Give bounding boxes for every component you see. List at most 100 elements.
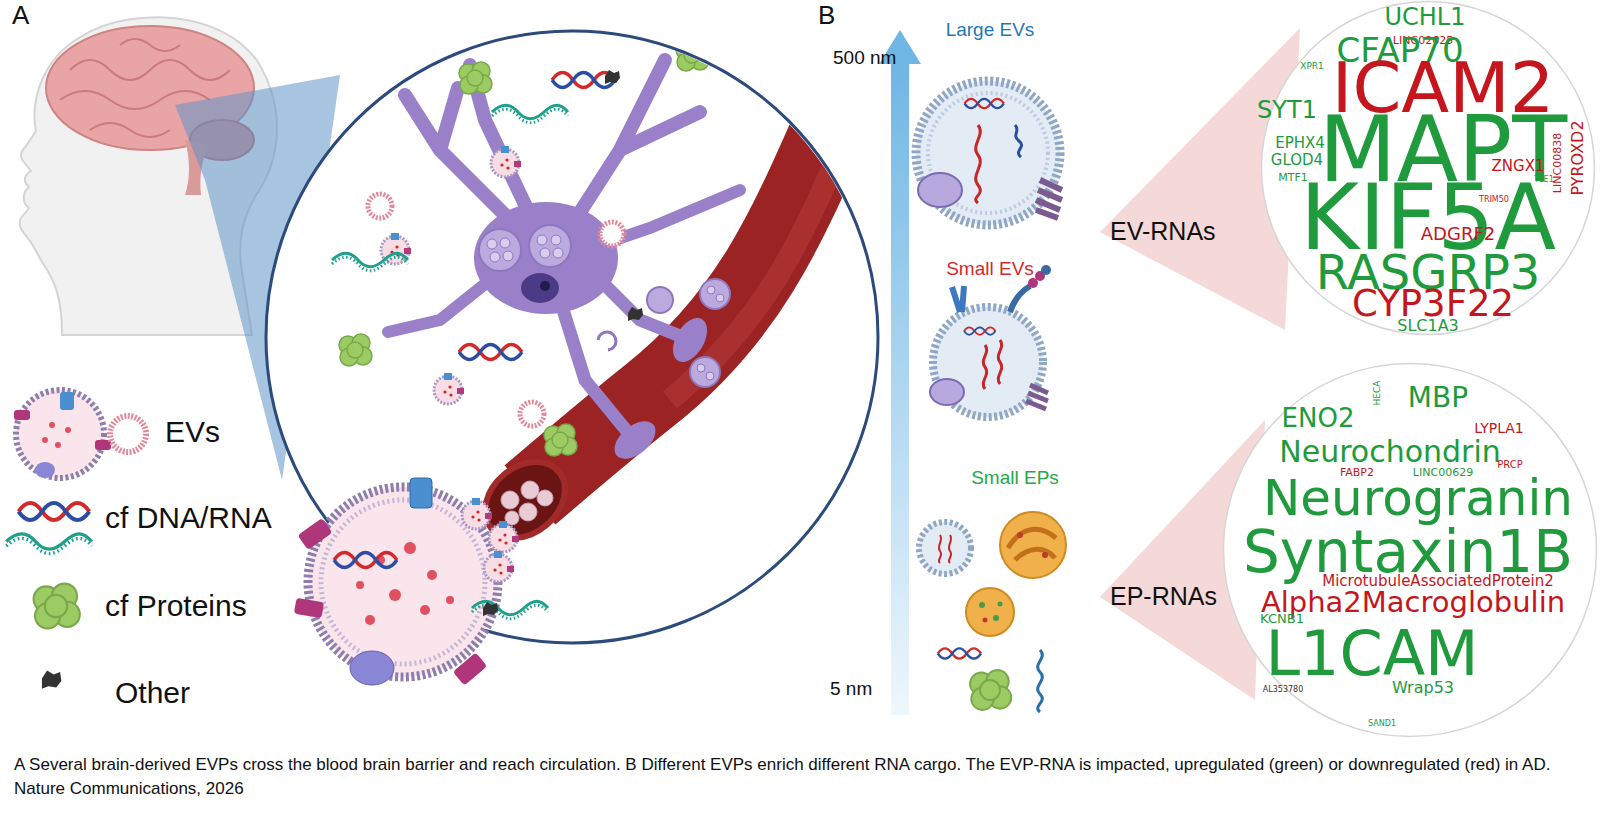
small-ev-part: [1010, 286, 1030, 312]
intraluminal-vesicles-part: [540, 248, 550, 258]
word: UCHL1: [1384, 5, 1465, 29]
intraluminal-vesicles-part: [551, 235, 561, 245]
intraluminal-vesicles-part: [537, 235, 547, 245]
large-vesicle-part-part: [420, 605, 430, 615]
small-ev-part: [952, 286, 964, 312]
large-vesicle: [294, 478, 548, 686]
small-eps-part: [983, 532, 1049, 623]
large-ev-part: [1015, 125, 1022, 157]
large-ev: [916, 81, 1062, 225]
multivesicular-body-part: [647, 287, 673, 313]
intraluminal-vesicles-part: [697, 364, 705, 372]
large-vesicle-part: [308, 487, 498, 677]
legend-icons-part-part: [65, 427, 71, 433]
circle-shape: [1224, 364, 1597, 737]
nucleolus: [540, 281, 550, 291]
legend-icons-part: [14, 410, 30, 420]
word: L1CAM: [1265, 623, 1478, 685]
multivesicular-body-part: [479, 229, 521, 271]
neuron-part: [600, 190, 740, 245]
word: XPR1: [1300, 62, 1324, 71]
legend-icons-part: [110, 416, 146, 452]
small-ev-part: [998, 340, 1001, 384]
blood-vessel-part: [519, 503, 537, 521]
large-vesicle-part-part: [356, 581, 364, 589]
large-ev-part: [918, 173, 962, 207]
large-vesicle-part: [472, 601, 548, 619]
large-vesicle-part-part: [427, 570, 437, 580]
word: Neurogranin: [1263, 473, 1573, 523]
word: SAND1: [1368, 720, 1396, 728]
word: MicrotubuleAssociatedProtein2: [1322, 574, 1554, 589]
small-eps-part: [1008, 529, 1056, 560]
legend-text: Other: [115, 678, 190, 708]
word: ZNGX1: [1492, 159, 1545, 174]
large-vesicle-part: [453, 652, 488, 685]
free-particles-part: [459, 345, 522, 360]
multivesicular-body: [479, 225, 730, 387]
neuron-part: [575, 60, 700, 220]
large-vesicle-part: [483, 602, 498, 616]
legend-text: cf DNA/RNA: [105, 503, 272, 533]
circle-shape: [1262, 2, 1595, 335]
multivesicular-body-part: [700, 279, 730, 309]
word: SYT1: [1257, 98, 1317, 122]
small-ev-part: [930, 379, 964, 405]
intraluminal-vesicles-part: [500, 238, 510, 248]
word: Syntaxin1B: [1243, 523, 1573, 581]
legend-icons-part: [19, 503, 90, 520]
word: CYP3F22: [1352, 285, 1514, 322]
large-vesicle-part-part: [365, 615, 375, 625]
free-particles: [332, 39, 709, 456]
legend-icons-part: [6, 534, 92, 554]
word: Alpha2Macroglobulin: [1261, 588, 1565, 617]
neuron-part: [388, 280, 490, 332]
neuron-part: [608, 414, 663, 466]
endocytic-pit: [598, 332, 616, 350]
small-ev-part: [1041, 265, 1051, 275]
large-vesicle-part: [294, 598, 324, 619]
small-ev-part: [983, 345, 986, 389]
large-vesicle-part: [462, 498, 492, 529]
large-vesicle-part: [298, 518, 333, 550]
word: ENO2: [1282, 405, 1355, 431]
small-eps-part-part: [1042, 552, 1048, 558]
legend-icons-part: [16, 390, 104, 478]
nucleus: [521, 273, 559, 303]
free-particles-part: [600, 222, 624, 246]
word: SLC1A3: [1397, 318, 1459, 334]
free-particles-part: [520, 402, 544, 426]
neuron-part: [560, 300, 630, 435]
large-ev-part: [976, 125, 981, 203]
word: Neurochondrin: [1279, 437, 1501, 467]
word: AL353780: [1263, 686, 1303, 694]
label: B: [818, 2, 835, 28]
intraluminal-vesicles-part: [716, 294, 724, 302]
brain-tissue: [332, 39, 880, 554]
small-eps-part-part: [1017, 532, 1023, 538]
label: Small EPs: [971, 468, 1059, 487]
word: EPHX4: [1275, 136, 1325, 151]
legend-icons-part: [34, 584, 80, 629]
small-eps-part: [1038, 650, 1043, 712]
large-vesicle-part: [484, 551, 514, 582]
legend-icons-part: [60, 392, 74, 410]
free-particles-part: [628, 307, 643, 321]
small-eps-part: [970, 670, 1011, 710]
neuron-part: [474, 202, 618, 314]
legend-text: EVs: [165, 417, 220, 447]
word: ADGRF2: [1421, 225, 1495, 243]
free-particles-part: [544, 424, 577, 456]
intraluminal-vesicles: [487, 235, 724, 380]
label: 5 nm: [830, 679, 872, 698]
small-eps-part-part: [993, 615, 999, 621]
legend-icons-part: [35, 462, 55, 478]
word-cloud-circle: HECAMBPENO2LYPLA1NeurochondrinFABP2LINC0…: [1222, 362, 1598, 738]
word: PRCP: [1497, 460, 1523, 470]
blood-vessel: [470, 40, 880, 554]
word-cloud-circle: UCHL1LINC02625CFAP70XPR1ICAM2MAPTSYT1EPH…: [1260, 0, 1596, 336]
small-eps-part: [979, 602, 1003, 622]
free-particles-part: [491, 146, 521, 177]
free-particles-part: [459, 62, 492, 94]
